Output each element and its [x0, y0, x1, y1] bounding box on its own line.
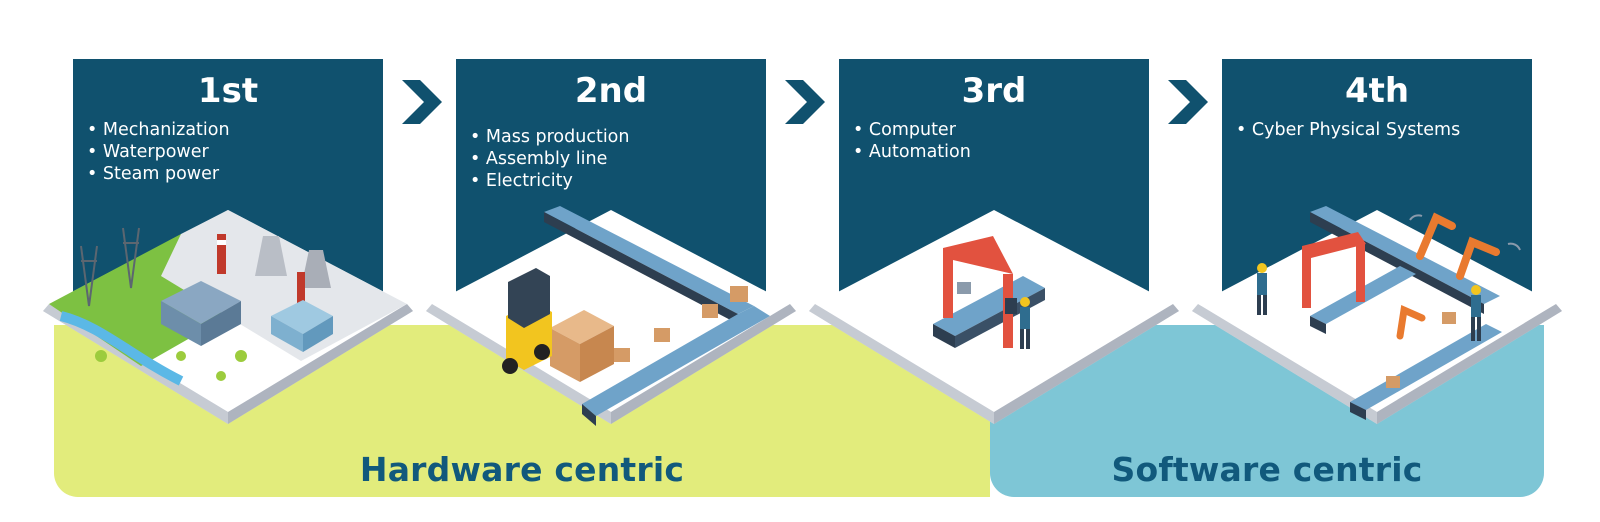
feature-item: Mass production: [470, 126, 630, 148]
stage-title: 2nd: [574, 71, 648, 111]
feature-item: Electricity: [470, 170, 629, 192]
feature-item: Steam power: [87, 163, 230, 185]
stage-features: Mass production Assembly line Electricit…: [470, 126, 630, 192]
stage-features: Cyber Physical Systems: [1236, 119, 1460, 141]
assembly-line-illustration: [424, 206, 798, 432]
power-plant-illustration: [41, 206, 415, 432]
feature-item: Mechanization: [87, 119, 230, 141]
hardware-centric-label: Hardware centric: [359, 450, 685, 489]
feature-item: Computer: [853, 119, 971, 141]
stage-features: Computer Automation: [853, 119, 971, 163]
stage-title: 4th: [1344, 71, 1410, 111]
feature-item: Waterpower: [87, 141, 230, 163]
feature-item: Automation: [853, 141, 971, 163]
stage-features: Mechanization Waterpower Steam power: [87, 119, 230, 185]
chevron-right-icon: [1168, 80, 1208, 124]
stage-title: 1st: [197, 71, 259, 111]
chevron-right-icon: [402, 80, 442, 124]
cyber-physical-illustration: [1190, 206, 1564, 432]
stage-title: 3rd: [961, 71, 1027, 111]
feature-item: Assembly line: [470, 148, 629, 170]
software-centric-label: Software centric: [1111, 450, 1423, 489]
chevron-right-icon: [785, 80, 825, 124]
automation-illustration: [807, 206, 1181, 432]
feature-item: Cyber Physical Systems: [1236, 119, 1460, 141]
